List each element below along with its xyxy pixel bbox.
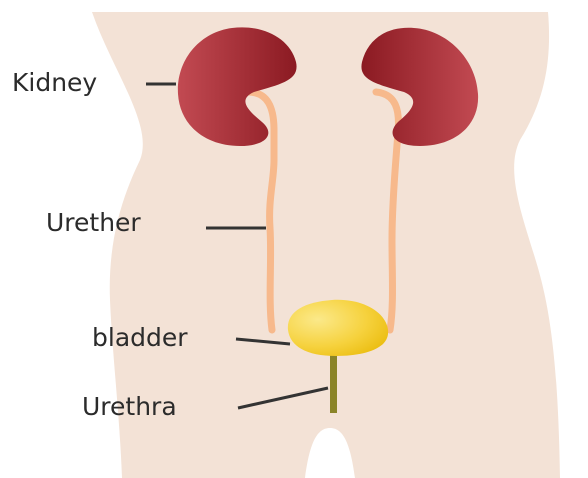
ureter-label: Urether	[46, 208, 141, 237]
urethra-label: Urethra	[82, 392, 177, 421]
bladder-label: bladder	[92, 323, 188, 352]
kidney-label: Kidney	[12, 68, 97, 97]
